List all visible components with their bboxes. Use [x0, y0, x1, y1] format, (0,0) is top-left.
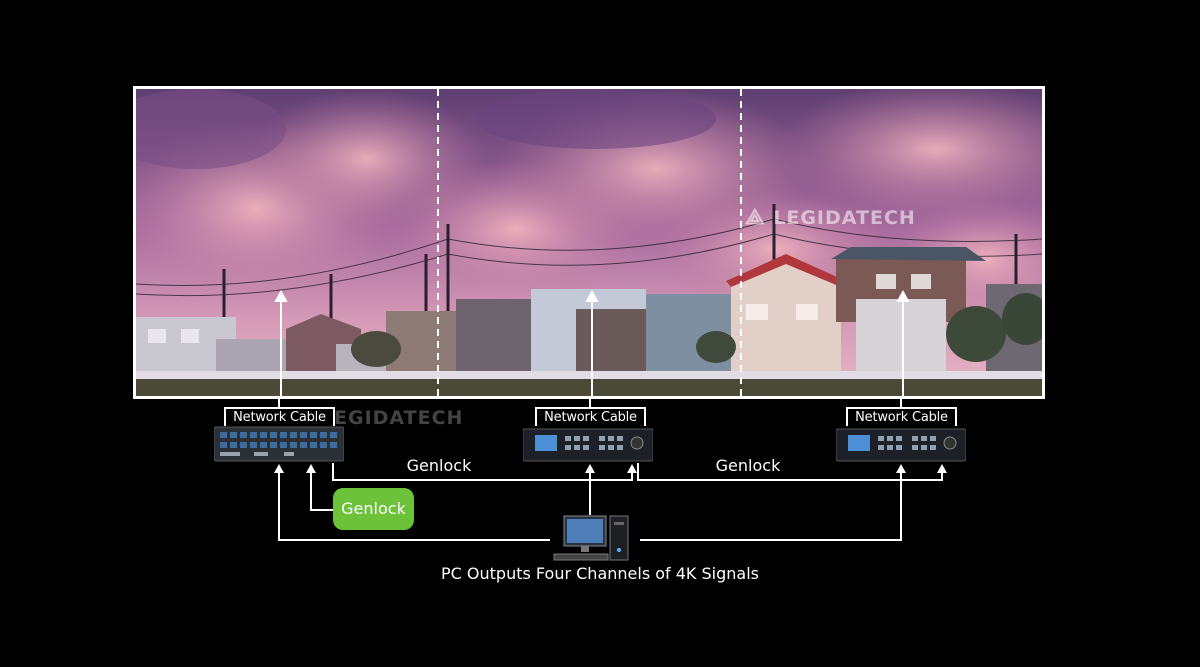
network-cable-label-3: Network Cable — [846, 407, 957, 426]
field — [136, 379, 1042, 396]
watermark-icon: ⟁ — [745, 205, 766, 230]
video-processor-icon-2 — [523, 428, 653, 462]
sunset-town-scene — [136, 89, 1042, 396]
pc-output-caption: PC Outputs Four Channels of 4K Signals — [441, 564, 759, 583]
led-controller-icon-1 — [214, 426, 344, 462]
fence — [136, 371, 1042, 381]
video-processor-icon-3 — [836, 428, 966, 462]
genlock-button: Genlock — [333, 488, 414, 530]
watermark-logo: ⟁ LEGIDATECH — [745, 205, 916, 230]
genlock-label-1: Genlock — [406, 456, 472, 475]
network-cable-label-1: Network Cable — [224, 407, 335, 426]
signal-arrows-screen — [274, 289, 910, 396]
genlock-label-2: Genlock — [715, 456, 781, 475]
watermark-logo-2: EGIDATECH — [334, 407, 464, 429]
pc-icon — [553, 515, 629, 561]
led-screen-display — [133, 86, 1045, 399]
network-cable-label-2: Network Cable — [535, 407, 646, 426]
